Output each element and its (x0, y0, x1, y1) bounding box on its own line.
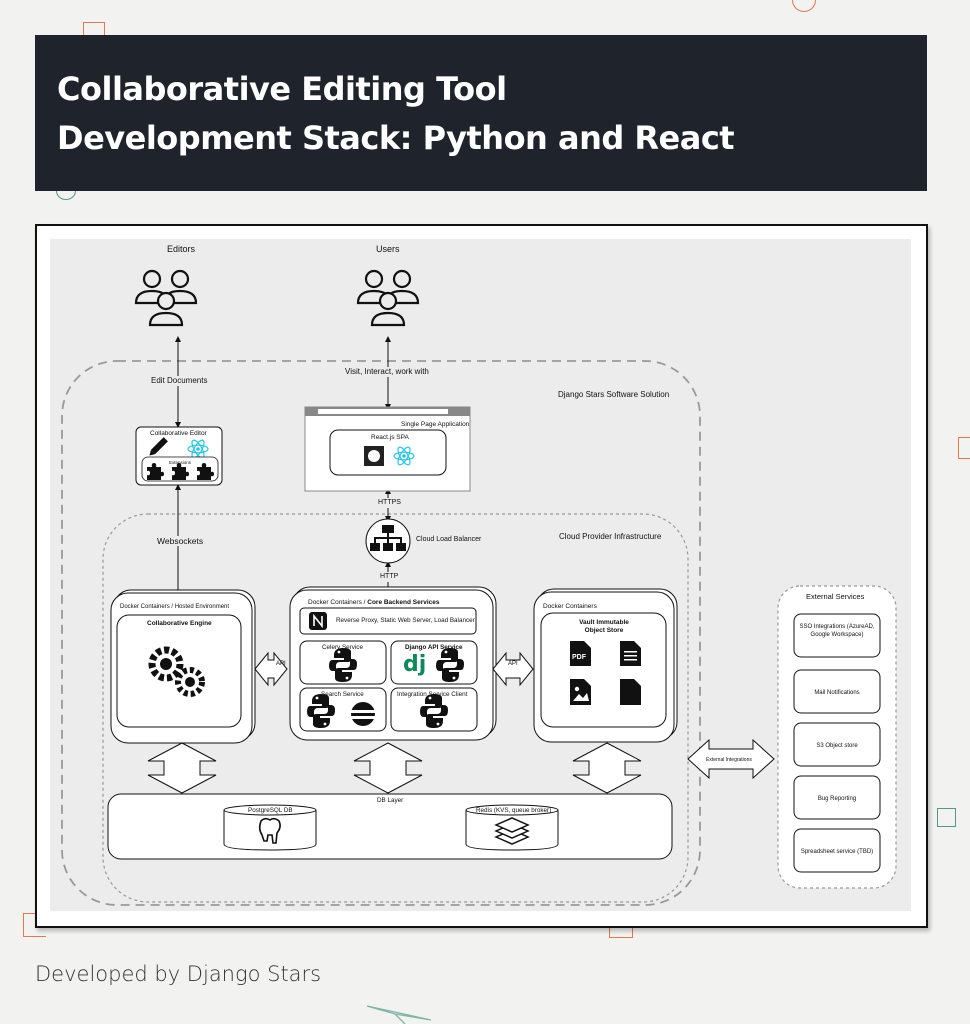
django-icon: dj (403, 652, 427, 677)
django-api-label: Django API Service (405, 644, 463, 651)
external-item-mail-label: Mail Notifications (814, 690, 860, 696)
pdf-label: PDF (572, 654, 586, 661)
document-icon (620, 641, 641, 666)
image-file-icon (570, 679, 591, 705)
file-icon (620, 679, 641, 705)
integration-label: Integration Service Client (397, 691, 468, 698)
db-layer-label: DB Layer (377, 797, 404, 804)
title-banner: Collaborative Editing Tool Development S… (35, 35, 927, 191)
external-item-s3 (793, 722, 881, 767)
pencil-icon (149, 437, 168, 456)
external-integrations-arrow (687, 738, 775, 780)
external-services-title: External Services (806, 592, 865, 601)
collab-engine-card (116, 614, 242, 728)
load-balancer-label: Cloud Load Balancer (416, 536, 482, 543)
users-label: Users (376, 244, 400, 254)
proxy-label: Reverse Proxy, Static Web Server, Load B… (336, 617, 475, 624)
external-item-mail (793, 669, 881, 714)
redis-label: Redis (KVS, queue broker) (476, 807, 552, 814)
api-right-label: API (508, 661, 518, 667)
elastic-icon (351, 702, 375, 726)
postgres-label: PostgreSQL DB (248, 807, 293, 814)
users-icon (356, 269, 420, 327)
celery-label: Celery Service (322, 644, 363, 651)
extensions-label: Extensions (169, 460, 192, 465)
deco-square-right-teal (937, 808, 956, 827)
spa-window-title: Single Page Application (401, 421, 470, 428)
cloud-infra-label: Cloud Provider Infrastructure (559, 532, 662, 541)
edit-documents-label: Edit Documents (149, 376, 210, 386)
react-spa-label: React.js SPA (371, 434, 409, 441)
api-arrow-right (492, 651, 534, 687)
editors-icon (134, 269, 198, 327)
integration-cell (390, 687, 478, 732)
vault-group-label: Docker Containers (543, 603, 597, 610)
http-label: HTTP (380, 572, 399, 582)
software-solution-boundary (61, 360, 701, 906)
api-left-label: API (276, 661, 286, 667)
diagram-connectors (61, 269, 897, 906)
cloud-infra-boundary (102, 513, 689, 903)
external-item-spreadsheet (793, 828, 881, 873)
architecture-diagram: Editors Users Edit Documents Visit, Inte… (50, 239, 911, 911)
react-spa-box (329, 429, 447, 476)
engine-group-label: Docker Containers / Hosted Environment (120, 604, 230, 610)
deco-square-top (83, 22, 105, 36)
api-arrow-left (254, 651, 288, 687)
https-label: HTTPS (378, 498, 401, 508)
search-label: Search Service (321, 691, 364, 698)
external-item-bug (793, 775, 881, 820)
software-solution-label: Django Stars Software Solution (558, 390, 670, 399)
deco-circle-top-right (792, 0, 816, 12)
redis-icon (494, 817, 530, 845)
deco-paper-plane-icon (366, 1005, 432, 1024)
deco-square-bottom-left (23, 913, 46, 937)
collab-editor-title: Collaborative Editor (150, 430, 207, 437)
celery-cell (299, 640, 387, 685)
websockets-label: Websockets (155, 536, 206, 546)
page-title-line-2: Development Stack: Python and React (57, 119, 735, 157)
external-item-sso (793, 613, 881, 658)
network-icon (370, 525, 406, 551)
external-item-sso-label: SSO Integrations (AzureAD, Google Worksp… (799, 624, 875, 638)
deco-circle-left (56, 182, 76, 200)
footer-credit: Developed by Django Stars (35, 962, 322, 986)
deco-square-bottom-mid (609, 924, 633, 938)
backend-group-label: Docker Containers / Core Backend Service… (308, 599, 440, 606)
pdf-file-icon (570, 641, 591, 666)
visit-interact-label: Visit, Interact, work with (343, 367, 431, 377)
deco-square-right (958, 437, 970, 459)
collab-engine-title: Collaborative Engine (147, 620, 212, 627)
postgres-icon (258, 817, 281, 844)
external-integrations-label: External Integrations (706, 757, 752, 763)
external-item-spreadsheet-label: Spreadsheet service (TBD) (800, 849, 874, 855)
external-item-bug-label: Bug Reporting (817, 796, 857, 802)
gears-icon (148, 646, 205, 697)
page-title-line-1: Collaborative Editing Tool (57, 70, 507, 108)
external-item-s3-label: S3 Object store (816, 743, 858, 749)
editors-label: Editors (167, 244, 196, 254)
proxy-cell (299, 607, 477, 635)
